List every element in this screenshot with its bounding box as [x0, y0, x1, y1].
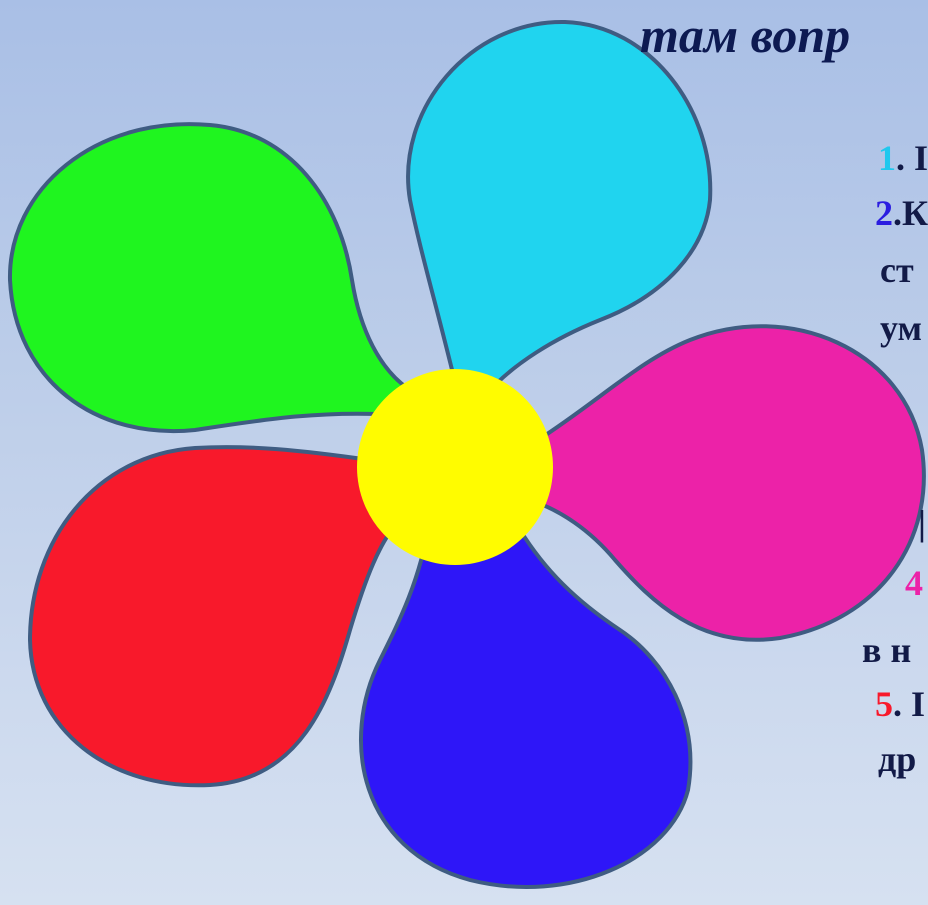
cyan-petal — [408, 22, 710, 385]
line-4-text: ум — [880, 308, 922, 348]
line-8-number: 5 — [875, 684, 893, 724]
text-line-8: 5. I — [875, 686, 925, 722]
line-3-text: ст — [880, 250, 914, 290]
slide-title: там вопр — [640, 10, 850, 60]
line-7-text: в н — [862, 630, 911, 670]
text-line-6: 4 — [905, 565, 923, 601]
text-line-9: др — [878, 741, 916, 777]
magenta-petal — [530, 326, 924, 640]
green-petal — [10, 124, 410, 431]
text-line-1: 1. I — [878, 140, 928, 176]
line-1-text: . I — [896, 138, 928, 178]
text-line-5: | — [918, 505, 926, 541]
line-9-text: др — [878, 739, 916, 779]
line-2-number: 2 — [875, 193, 893, 233]
line-1-number: 1 — [878, 138, 896, 178]
flower-center — [357, 369, 553, 565]
line-6-text: 4 — [905, 563, 923, 603]
line-8-text: . I — [893, 684, 925, 724]
text-line-4: ум — [880, 310, 922, 346]
text-line-3: ст — [880, 252, 914, 288]
line-2-text: .К — [893, 193, 928, 233]
text-line-2: 2.К — [875, 195, 928, 231]
line-5-text: | — [918, 503, 926, 543]
text-line-7: в н — [862, 632, 911, 668]
red-petal — [30, 447, 400, 785]
